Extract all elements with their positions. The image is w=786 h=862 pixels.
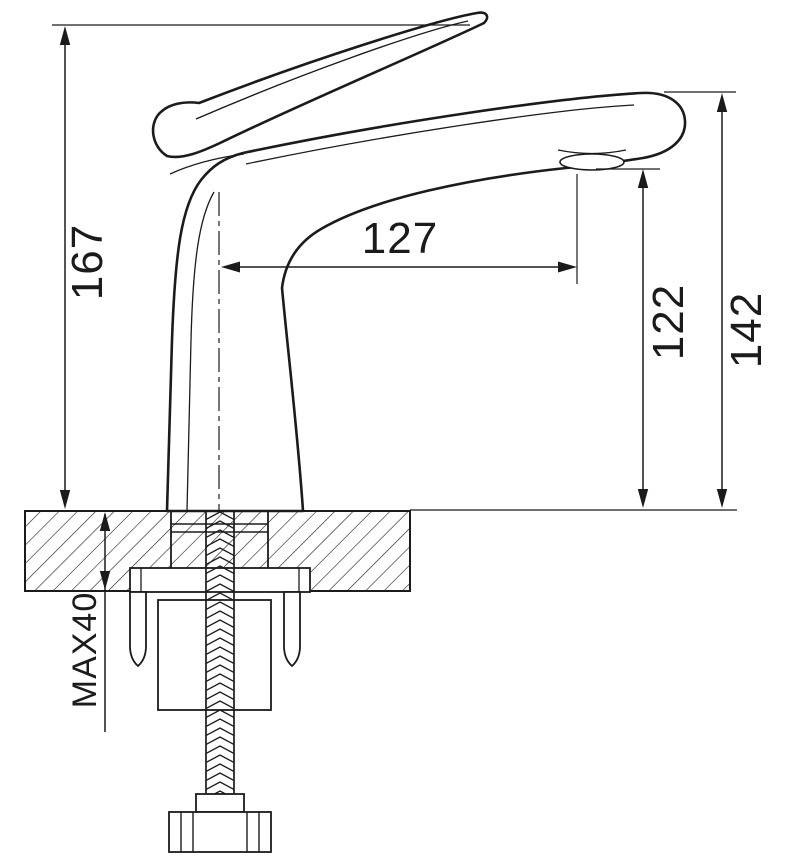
arrowhead-up [59, 26, 71, 45]
dim-label-total-height: 167 [63, 224, 112, 300]
handle-base-joint-line [169, 153, 245, 175]
arrowhead-up [99, 512, 111, 531]
arrowhead-up [716, 93, 728, 112]
dim-label-outlet-height: 122 [644, 284, 693, 360]
aerator-detail-line [557, 149, 627, 155]
body-inner-line [186, 191, 215, 512]
threaded-rod [206, 511, 234, 796]
dim-label-spout-reach: 127 [362, 214, 438, 263]
arrowhead-down [637, 489, 649, 508]
spout-inner-line [245, 104, 635, 165]
faucet-body-group [151, 11, 687, 513]
aerator-outlet [559, 153, 625, 171]
arrowhead-right [558, 261, 577, 273]
handle-lever-outline [151, 11, 489, 159]
arrowhead-down [59, 490, 71, 509]
hose-nut [168, 811, 272, 853]
faucet-body-outline [165, 91, 687, 513]
handle-inner-line [195, 20, 469, 120]
dimension-labels: 167 127 122 142 MAX40 [63, 214, 771, 708]
hose-connector [195, 793, 245, 813]
mounting-stud-right [283, 591, 301, 668]
dim-label-max-deck-thickness: MAX40 [66, 592, 104, 709]
arrowhead-left [221, 261, 240, 273]
extension-lines [52, 24, 737, 511]
threaded-rod-assembly [168, 511, 272, 853]
dimension-lines [59, 26, 728, 732]
arrowhead-down [716, 489, 728, 508]
dim-label-overall-height: 142 [722, 292, 771, 368]
mounting-stud-left [129, 591, 147, 668]
arrowhead-down [99, 571, 111, 590]
arrowhead-up [637, 169, 649, 188]
